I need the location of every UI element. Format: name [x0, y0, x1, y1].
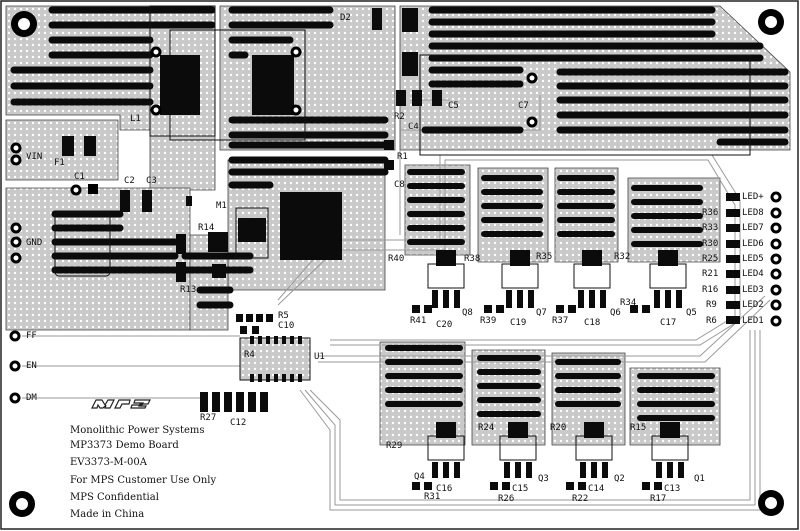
ref-q8: Q8 [462, 308, 473, 318]
led6-label: LED6 [742, 239, 764, 249]
ref-c17: C17 [660, 318, 677, 328]
ref-d2: D2 [340, 13, 351, 23]
ref-c15: C15 [512, 484, 529, 494]
led-plus-label: LED+ [742, 192, 764, 202]
board-note-origin: Made in China [70, 509, 145, 520]
board-note-customer: For MPS Customer Use Only [70, 475, 217, 486]
led2-label: LED2 [742, 300, 764, 310]
ref-r35: R35 [536, 252, 553, 262]
components [62, 8, 740, 490]
ref-r39: R39 [480, 316, 497, 326]
en-label: EN [26, 361, 37, 371]
ref-q6: Q6 [610, 308, 621, 318]
ref-r13: R13 [180, 285, 197, 295]
ref-u1: U1 [314, 352, 325, 362]
gnd-label: GND [26, 238, 43, 248]
ref-r33: R33 [702, 223, 719, 233]
ref-r15: R15 [630, 423, 647, 433]
ref-c12: C12 [230, 418, 247, 428]
ref-r26: R26 [498, 494, 515, 504]
ref-r16-led: R16 [702, 285, 719, 295]
ref-r27: R27 [200, 413, 217, 423]
ref-f1: F1 [54, 158, 65, 168]
led3-label: LED3 [742, 285, 764, 295]
ff-label: FF [26, 331, 37, 341]
ref-r37: R37 [552, 316, 569, 326]
ref-c19: C19 [510, 318, 527, 328]
ref-q2: Q2 [614, 474, 625, 484]
ref-r14: R14 [198, 223, 215, 233]
ref-c10: C10 [278, 321, 295, 331]
ref-m1: M1 [216, 201, 227, 211]
ref-r20: R20 [550, 423, 567, 433]
board-note-company: Monolithic Power Systems [70, 425, 205, 436]
ref-q5: Q5 [686, 308, 697, 318]
ref-r2: R2 [394, 112, 405, 122]
ref-r40: R40 [388, 254, 405, 264]
ref-c2: C2 [124, 176, 135, 186]
board-note-part: EV3373-M-00A [70, 457, 147, 468]
ref-r36: R36 [702, 208, 719, 218]
through-hole-pads [9, 46, 782, 404]
led5-label: LED5 [742, 254, 764, 264]
ref-r5: R5 [278, 311, 289, 321]
ref-q3: Q3 [538, 474, 549, 484]
ref-r34: R34 [620, 298, 637, 308]
ref-q7: Q7 [536, 308, 547, 318]
ref-r30: R30 [702, 239, 719, 249]
ref-c13: C13 [664, 484, 681, 494]
ref-r21: R21 [702, 269, 719, 279]
ref-r41: R41 [410, 316, 427, 326]
ref-c4: C4 [408, 122, 419, 132]
ref-c14: C14 [588, 484, 605, 494]
board-note-confidential: MPS Confidential [70, 492, 159, 503]
ref-c16: C16 [436, 484, 453, 494]
led-block-traces [385, 169, 715, 421]
ref-r4: R4 [244, 350, 255, 360]
vin-label: VIN [26, 152, 43, 162]
ref-r38: R38 [464, 254, 481, 264]
u1-chip [239, 336, 311, 382]
ref-q4: Q4 [414, 472, 425, 482]
ref-l1: L1 [130, 114, 141, 124]
led7-label: LED7 [742, 223, 764, 233]
ref-c8: C8 [394, 180, 405, 190]
board-note-demo: MP3373 Demo Board [70, 440, 179, 451]
ref-c18: C18 [584, 318, 601, 328]
ref-r32: R32 [614, 252, 631, 262]
ref-r9: R9 [706, 300, 717, 310]
dm-label: DM [26, 393, 37, 403]
ref-c7: C7 [518, 101, 529, 111]
ref-q1: Q1 [694, 474, 705, 484]
ref-r22: R22 [572, 494, 589, 504]
ref-r6: R6 [706, 316, 717, 326]
ref-c1: C1 [74, 172, 85, 182]
ref-r31: R31 [424, 492, 441, 502]
ref-r17: R17 [650, 494, 667, 504]
led8-label: LED8 [742, 208, 764, 218]
ref-r29: R29 [386, 441, 403, 451]
ref-r1: R1 [397, 152, 408, 162]
mps-logo [91, 399, 151, 409]
mounting-holes [9, 9, 784, 517]
ref-c20: C20 [436, 320, 453, 330]
ref-c3: C3 [146, 176, 157, 186]
ref-r24: R24 [478, 423, 495, 433]
led1-label: LED1 [742, 316, 764, 326]
led4-label: LED4 [742, 269, 764, 279]
ref-c5: C5 [448, 101, 459, 111]
ref-r25: R25 [702, 254, 719, 264]
